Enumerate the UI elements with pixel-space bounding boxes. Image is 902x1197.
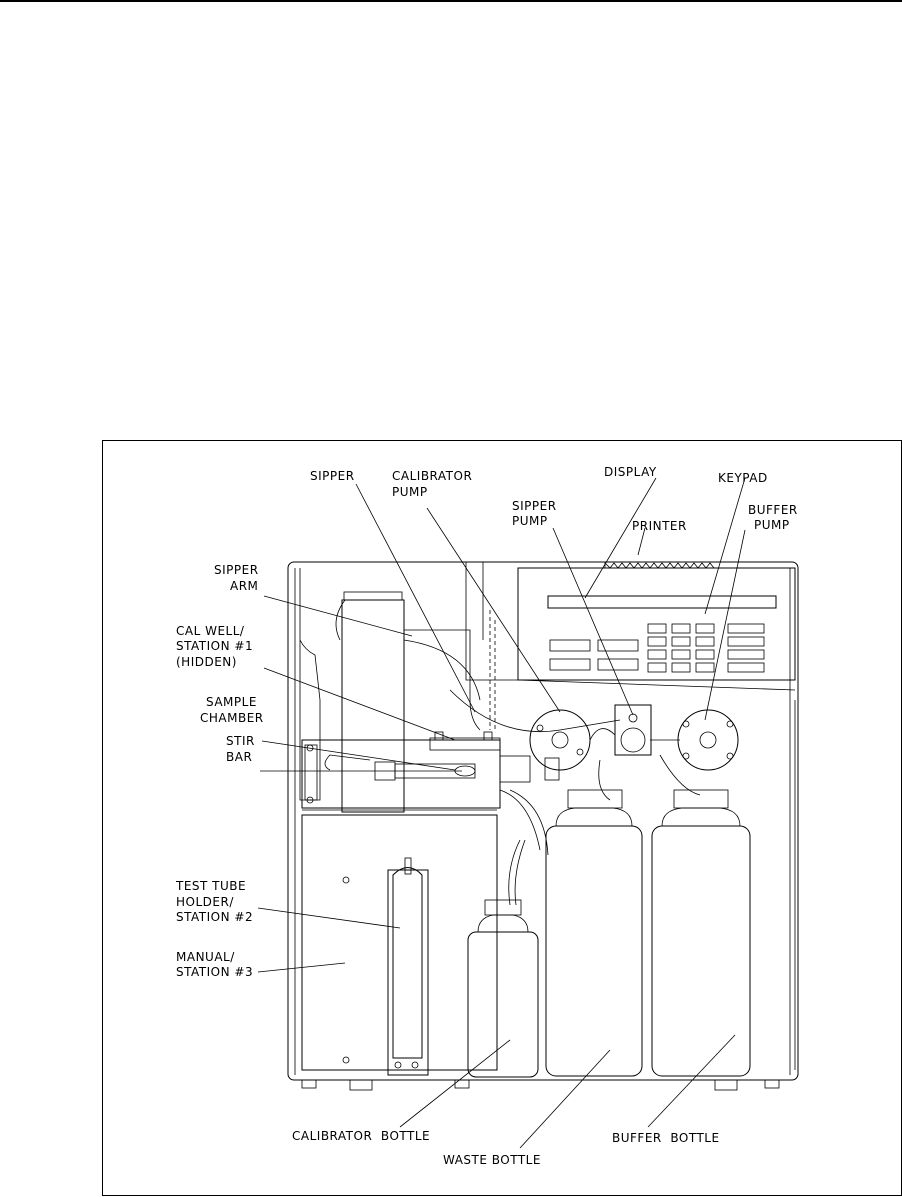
label-stir-bar-2: BAR bbox=[226, 750, 252, 764]
label-cal-well-3: (HIDDEN) bbox=[176, 655, 237, 669]
label-calibrator-pump-2: PUMP bbox=[392, 485, 428, 499]
calibrator-pump bbox=[529, 709, 591, 771]
label-sipper-pump-1: SIPPER bbox=[512, 499, 557, 513]
label-test-tube-1: TEST TUBE bbox=[175, 879, 246, 893]
label-sample-chamber-1: SAMPLE bbox=[206, 695, 257, 709]
buffer-bottle bbox=[651, 789, 751, 1077]
label-cal-well-1: CAL WELL/ bbox=[176, 624, 245, 638]
waste-bottle bbox=[545, 789, 643, 1077]
buffer-pump bbox=[677, 709, 739, 771]
sipper-pump bbox=[614, 704, 652, 756]
label-stir-bar-1: STIR bbox=[226, 734, 255, 748]
label-waste-bottle: WASTE BOTTLE bbox=[443, 1153, 541, 1167]
label-buffer-pump-2: PUMP bbox=[754, 518, 790, 532]
label-calibrator-bottle: CALIBRATOR BOTTLE bbox=[292, 1129, 430, 1143]
instrument-cabinet bbox=[287, 561, 799, 1091]
label-sipper-arm-2: ARM bbox=[230, 579, 258, 593]
label-buffer-bottle: BUFFER BOTTLE bbox=[612, 1131, 720, 1145]
label-calibrator-pump-1: CALIBRATOR bbox=[392, 469, 472, 483]
label-sipper: SIPPER bbox=[310, 469, 355, 483]
label-sipper-pump-2: PUMP bbox=[512, 514, 548, 528]
calibrator-bottle bbox=[467, 899, 539, 1078]
label-buffer-pump-1: BUFFER bbox=[748, 503, 798, 517]
sipper-arm-column bbox=[335, 591, 621, 813]
label-sample-chamber-2: CHAMBER bbox=[200, 711, 264, 725]
label-manual-station-2: STATION #3 bbox=[176, 965, 253, 979]
sample-chamber bbox=[301, 731, 560, 809]
label-keypad: KEYPAD bbox=[718, 471, 768, 485]
label-cal-well-2: STATION #1 bbox=[176, 639, 253, 653]
label-manual-station-1: MANUAL/ bbox=[176, 950, 235, 964]
display-housing bbox=[465, 562, 796, 691]
label-printer: PRINTER bbox=[632, 519, 687, 533]
label-display: DISPLAY bbox=[604, 465, 657, 479]
test-tube-holder bbox=[387, 857, 429, 1076]
header-rule bbox=[0, 0, 902, 2]
label-test-tube-2: HOLDER/ bbox=[176, 895, 234, 909]
label-test-tube-3: STATION #2 bbox=[176, 910, 253, 924]
label-sipper-arm-1: SIPPER bbox=[214, 563, 259, 577]
leader-lines bbox=[257, 477, 746, 1149]
